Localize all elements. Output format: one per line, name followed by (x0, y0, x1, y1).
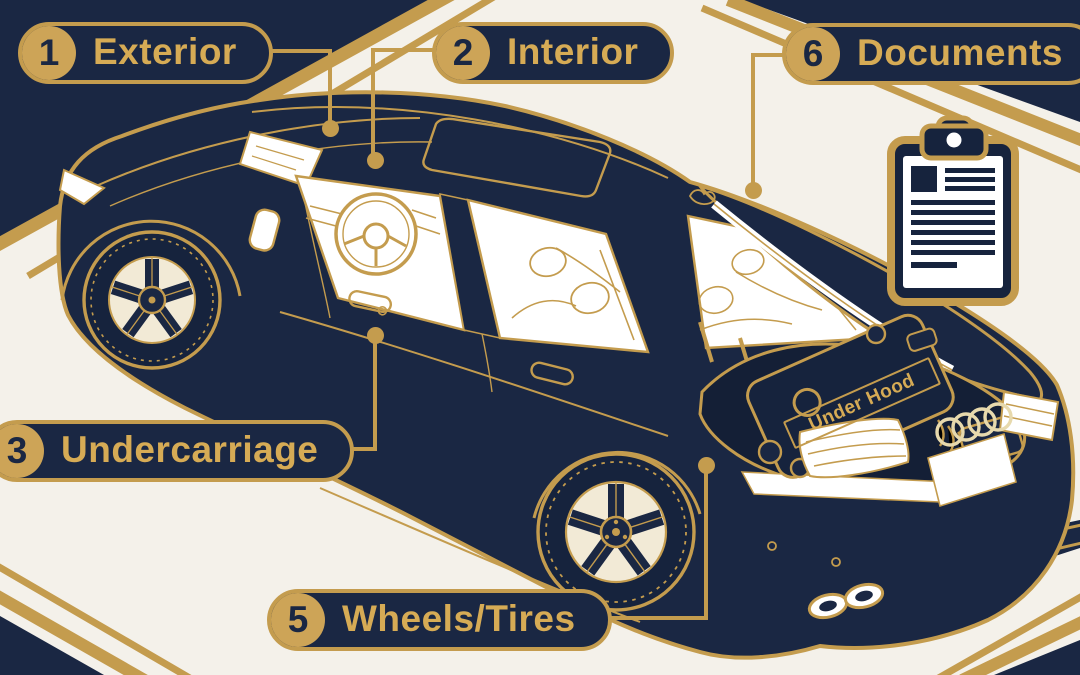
callout-wheels-tires: 5 Wheels/Tires (267, 589, 612, 651)
leader-dot-exterior (322, 120, 339, 137)
sunroof (422, 117, 612, 198)
callout-number-6: 6 (786, 27, 840, 81)
leader-dot-undercarriage (367, 327, 384, 344)
steering-wheel (334, 192, 418, 276)
callout-label-undercarriage: Undercarriage (61, 429, 319, 470)
callout-documents: 6 Documents (782, 23, 1080, 85)
leader-line-wheels-tires (704, 467, 708, 620)
door-handle-front (348, 290, 393, 316)
leader-line-exterior (328, 49, 332, 128)
leader-dot-wheels-tires (698, 457, 715, 474)
leader-line-exterior (253, 49, 332, 53)
license-plate (927, 432, 1017, 508)
callout-number-3: 3 (0, 424, 44, 478)
callout-undercarriage: 3 Undercarriage (0, 420, 355, 482)
rear-side-window (466, 198, 650, 354)
leader-dot-interior (367, 152, 384, 169)
leader-dot-documents (745, 182, 762, 199)
trunk-emblem (688, 189, 716, 205)
headlight (58, 168, 106, 206)
taillight-right (998, 390, 1060, 442)
leader-line-interior (371, 48, 375, 160)
callout-interior: 2 Interior (432, 22, 675, 84)
callout-number-2: 2 (436, 26, 490, 80)
front-wheel (82, 230, 222, 370)
rear-wheel (536, 452, 696, 612)
leader-line-interior (371, 48, 433, 52)
front-side-window (294, 174, 466, 332)
callout-label-exterior: Exterior (93, 31, 237, 72)
taillight-left (798, 417, 910, 479)
callout-exterior: 1 Exterior (18, 22, 273, 84)
clipboard-icon (887, 115, 1019, 306)
exhaust-tips (807, 582, 885, 620)
side-mirror (248, 208, 281, 252)
callout-number-5: 5 (271, 593, 325, 647)
car-body (56, 90, 1076, 660)
leader-line-undercarriage (373, 337, 377, 451)
brand-rings-icon (935, 402, 1013, 447)
callout-label-documents: Documents (857, 32, 1063, 73)
callout-number-1: 1 (22, 26, 76, 80)
door-handle-rear (530, 361, 574, 386)
callout-label-interior: Interior (507, 31, 639, 72)
callout-label-wheels-tires: Wheels/Tires (342, 598, 576, 639)
leader-line-documents (751, 53, 784, 57)
leader-line-wheels-tires (587, 616, 708, 620)
leader-line-documents (751, 53, 755, 190)
